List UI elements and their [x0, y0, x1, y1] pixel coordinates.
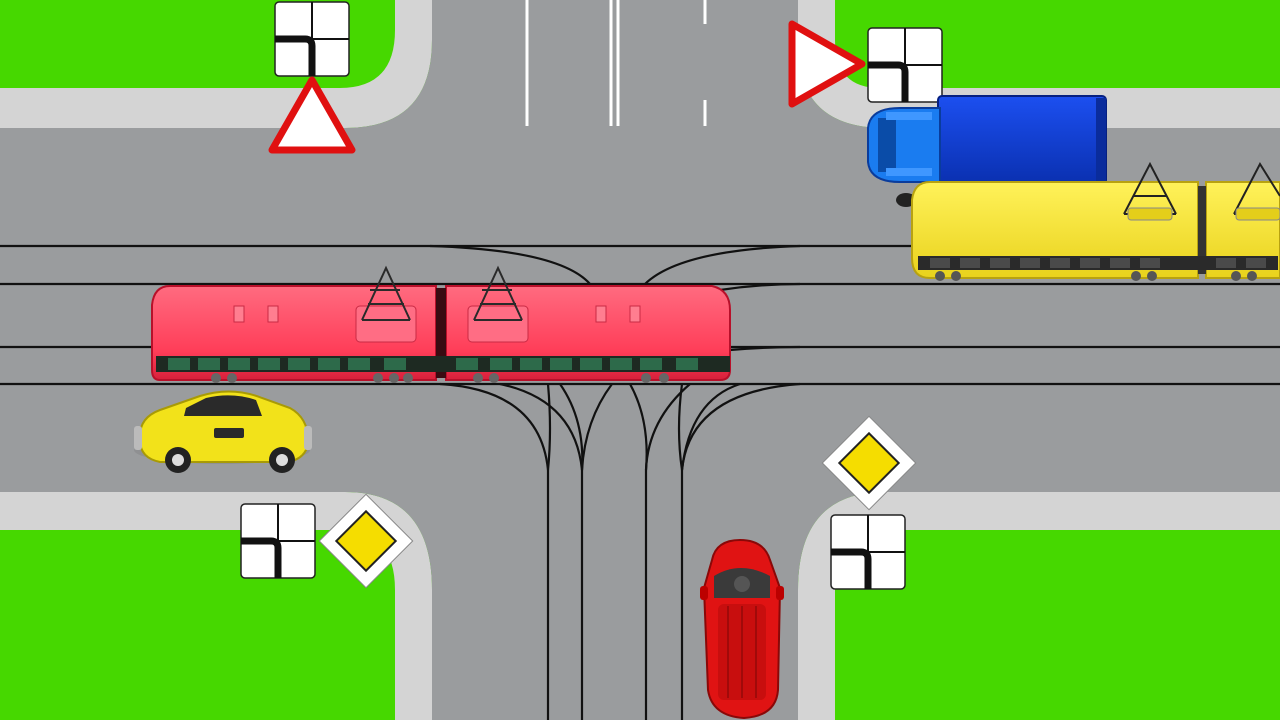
yield-sign-top-right — [788, 20, 866, 108]
yield-sign-top-left — [268, 76, 356, 154]
lane-markings — [525, 0, 707, 126]
red-car — [700, 538, 784, 720]
yellow-tram — [911, 161, 1280, 281]
main-road-direction-plate-bottom-left — [240, 503, 316, 579]
main-road-direction-plate-top-left — [274, 1, 350, 77]
priority-road-sign-bottom-left — [318, 493, 414, 589]
main-road-direction-plate-bottom-right — [830, 514, 906, 590]
yellow-car — [134, 390, 312, 473]
main-road-direction-plate-top-right — [867, 27, 943, 103]
priority-road-sign-bottom-right — [821, 415, 917, 511]
blue-truck — [867, 95, 1107, 207]
red-tram — [151, 265, 731, 383]
